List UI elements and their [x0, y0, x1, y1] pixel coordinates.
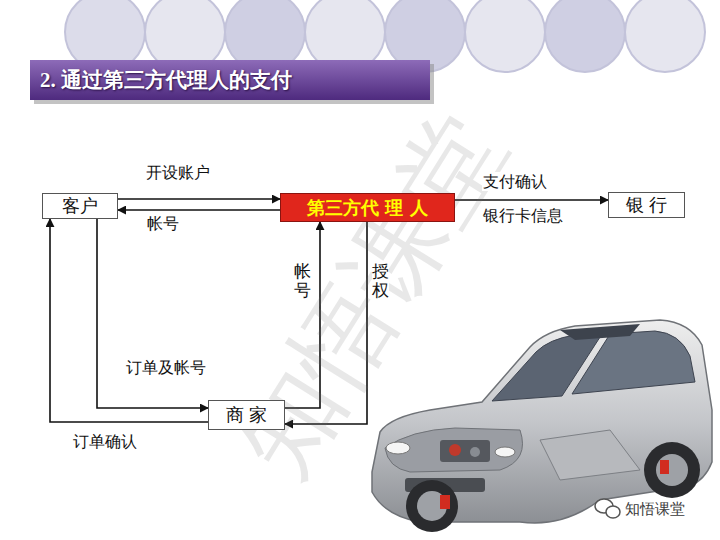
wechat-icon — [595, 499, 620, 518]
node-text: 商 家 — [226, 404, 268, 426]
flow-arrow — [118, 209, 280, 211]
edge-label: 开设账户 — [145, 163, 211, 182]
flow-arrow — [97, 219, 208, 408]
car-illustration — [372, 320, 712, 532]
party-box: 商 家 — [208, 400, 285, 430]
node-text: 客户 — [62, 195, 98, 217]
flow-arrow — [50, 219, 208, 422]
flow-arrow — [118, 198, 280, 200]
party-box: 银 行 — [608, 192, 685, 218]
agent-box: 第三方代 理 人 — [280, 193, 455, 222]
edge-label: 订单确认 — [72, 432, 138, 451]
edge-label: 帐号 — [146, 214, 180, 233]
edge-note: 银行卡信息 — [482, 206, 564, 225]
party-box: 客户 — [42, 193, 118, 219]
logo-text: 知悟课堂 — [622, 499, 688, 519]
edge-label: 授权 — [372, 262, 389, 299]
node-text: 第三方代 理 人 — [307, 197, 428, 219]
edge-label: 订单及帐号 — [125, 358, 207, 377]
edge-label: 支付确认 — [482, 172, 548, 191]
title-banner — [30, 60, 430, 100]
slide-title: 2. 通过第三方代理人的支付 — [40, 65, 292, 95]
node-text: 银 行 — [626, 194, 668, 216]
edge-label: 帐号 — [294, 262, 311, 299]
